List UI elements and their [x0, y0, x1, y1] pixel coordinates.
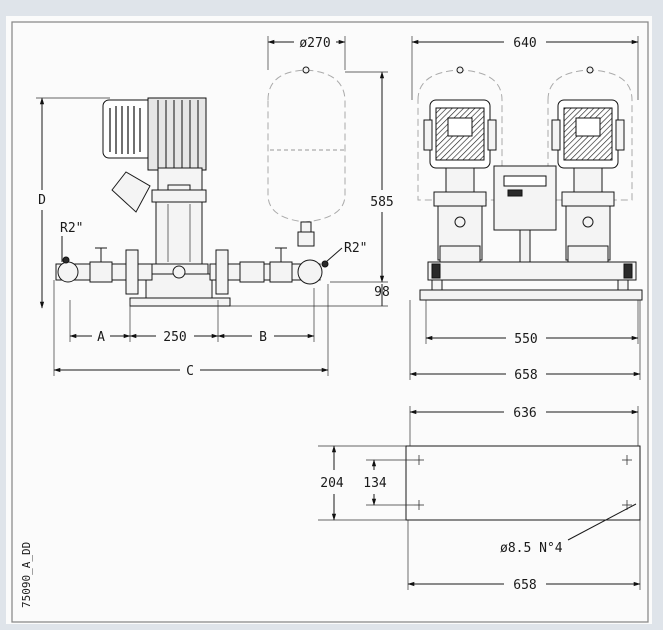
dim-plan-658: 658 — [407, 520, 641, 593]
dim-658-plan-label: 658 — [513, 578, 536, 593]
dim-658-front-label: 658 — [514, 368, 537, 383]
document-code: 75090_A_DD — [20, 542, 33, 608]
dim-tank-height-label: 585 — [370, 195, 393, 210]
connection-left-label: R2" — [60, 221, 83, 236]
dim-height-d-label: D — [38, 193, 46, 208]
front-view: 640 550 658 — [409, 36, 643, 383]
dim-plan-636: 636 — [409, 406, 639, 446]
hole-spec-label: ø8.5 N°4 — [500, 541, 563, 556]
manifold-right — [209, 247, 329, 295]
dim-134-label: 134 — [363, 476, 387, 491]
connection-right-label: R2" — [344, 241, 367, 256]
dim-front-658: 658 — [409, 300, 641, 383]
dim-tank-diameter-label: ø270 — [299, 36, 330, 51]
dim-plan-204: 204 — [318, 445, 406, 521]
dim-636-label: 636 — [513, 406, 536, 421]
pump-motor-side — [102, 97, 207, 213]
base-frame-front — [419, 289, 643, 301]
dim-640-label: 640 — [513, 36, 536, 51]
dim-front-640: 640 — [411, 36, 639, 100]
pump-head-left — [423, 99, 497, 263]
dim-base-height: 98 — [230, 284, 390, 307]
dim-a-label: A — [97, 330, 105, 345]
side-view: ø270 D 585 98 R2" R2" — [36, 36, 394, 379]
anchor-holes — [414, 455, 632, 510]
dim-250-label: 250 — [163, 330, 186, 345]
dim-c-label: C — [186, 364, 194, 379]
expansion-tank-side — [267, 66, 346, 247]
dim-204-label: 204 — [320, 476, 344, 491]
pump-body-side — [145, 189, 213, 305]
plan-view: 636 204 134 ø8.5 N°4 658 — [318, 406, 641, 593]
manifold-left — [55, 247, 153, 295]
control-panel — [493, 165, 557, 263]
dim-tank-diameter: ø270 — [267, 36, 346, 70]
manifold-front — [427, 261, 637, 281]
base-frame-side — [129, 297, 231, 307]
dim-front-550: 550 — [425, 300, 639, 347]
pump-head-right — [551, 99, 625, 263]
dim-height-d: D — [36, 97, 110, 309]
dim-b-label: B — [259, 330, 267, 345]
dim-base-height-label: 98 — [374, 285, 390, 300]
base-plan-outline — [405, 445, 641, 521]
dim-550-label: 550 — [514, 332, 537, 347]
dim-tank-height: 585 — [330, 71, 394, 283]
hole-spec-callout: ø8.5 N°4 — [500, 503, 637, 556]
dim-row-ab: A 250 B — [69, 288, 315, 345]
dim-overall-c: C — [53, 280, 329, 379]
dim-plan-134: 134 — [363, 459, 414, 506]
